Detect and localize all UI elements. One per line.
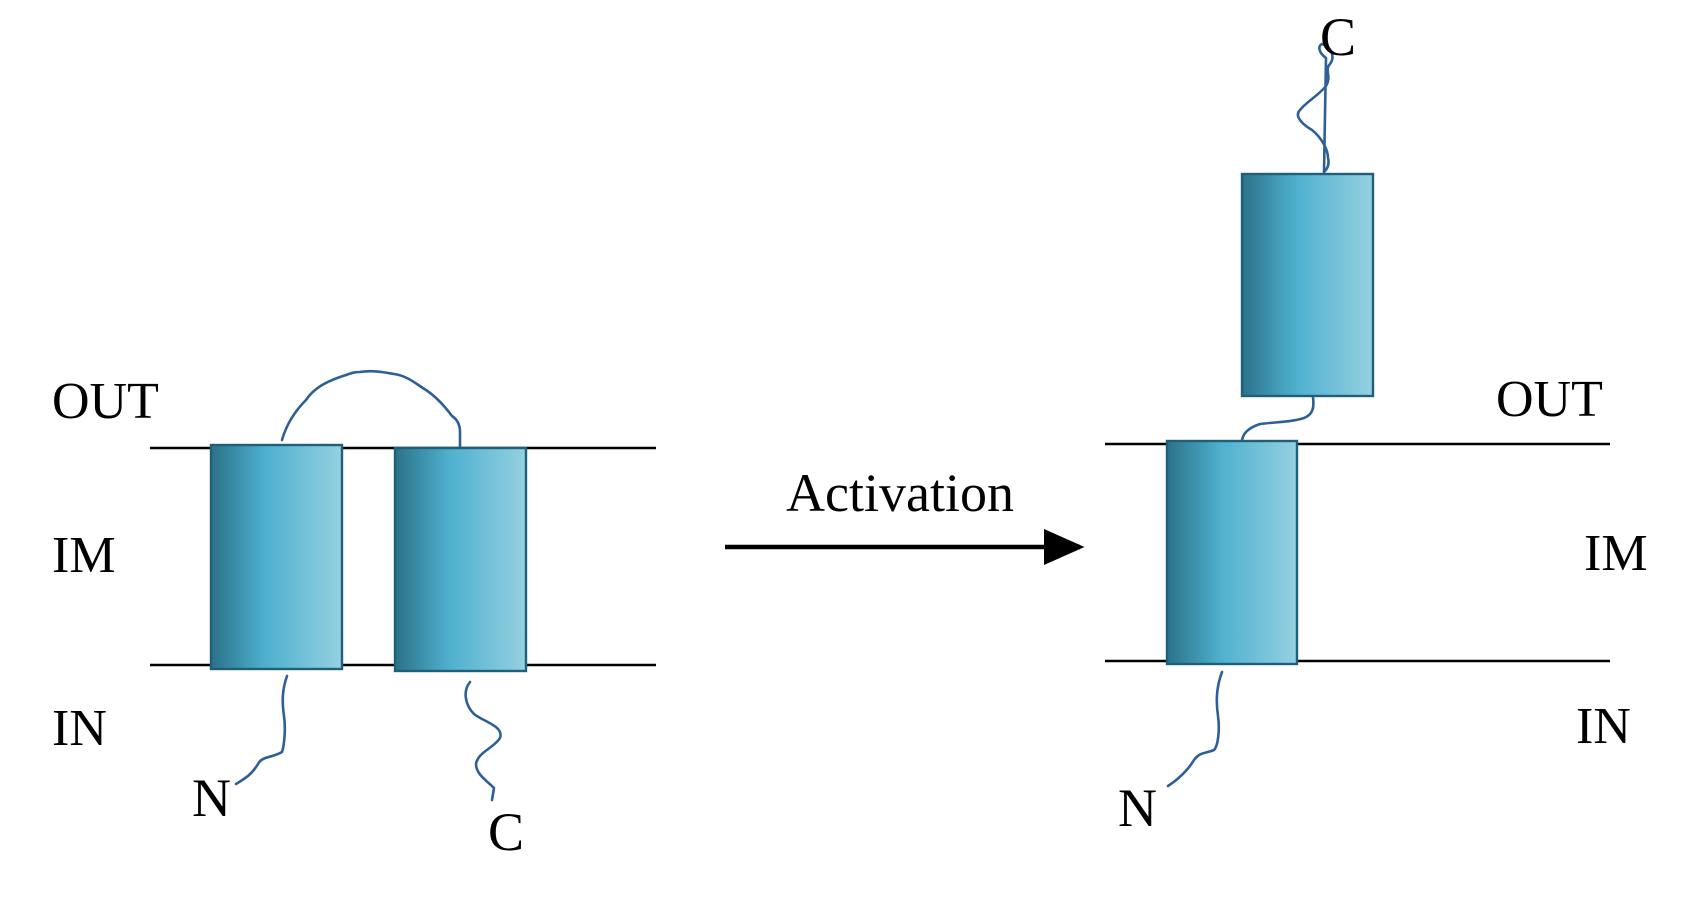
active-state: OUT IM IN C N (1105, 7, 1648, 838)
activation-label: Activation (786, 463, 1014, 523)
active-c-terminal-tail (1296, 42, 1334, 174)
active-out-label: OUT (1496, 371, 1603, 428)
inactive-extracellular-loop (280, 369, 462, 448)
inactive-n-terminal-tail (234, 674, 289, 786)
inactive-helix-2 (393, 446, 528, 673)
inactive-out-label: OUT (52, 373, 159, 430)
active-im-label: IM (1584, 525, 1648, 582)
inactive-c-terminus-label: C (488, 802, 524, 862)
active-n-terminal-tail (1166, 670, 1224, 788)
inactive-state: OUT IM IN N C (52, 369, 656, 862)
inactive-n-terminus-label: N (192, 768, 231, 828)
active-extracellular-helix (1240, 172, 1375, 398)
active-helix-linker (1240, 395, 1315, 444)
inactive-in-label: IN (52, 700, 107, 757)
inactive-helix-1 (209, 443, 344, 671)
active-in-label: IN (1576, 698, 1631, 755)
active-n-terminus-label: N (1118, 778, 1157, 838)
activation-transition: Activation (725, 463, 1085, 565)
active-c-terminus-label: C (1320, 7, 1356, 67)
active-membrane-helix (1165, 439, 1299, 666)
inactive-im-label: IM (52, 527, 116, 584)
inactive-c-terminal-tail (464, 680, 502, 802)
